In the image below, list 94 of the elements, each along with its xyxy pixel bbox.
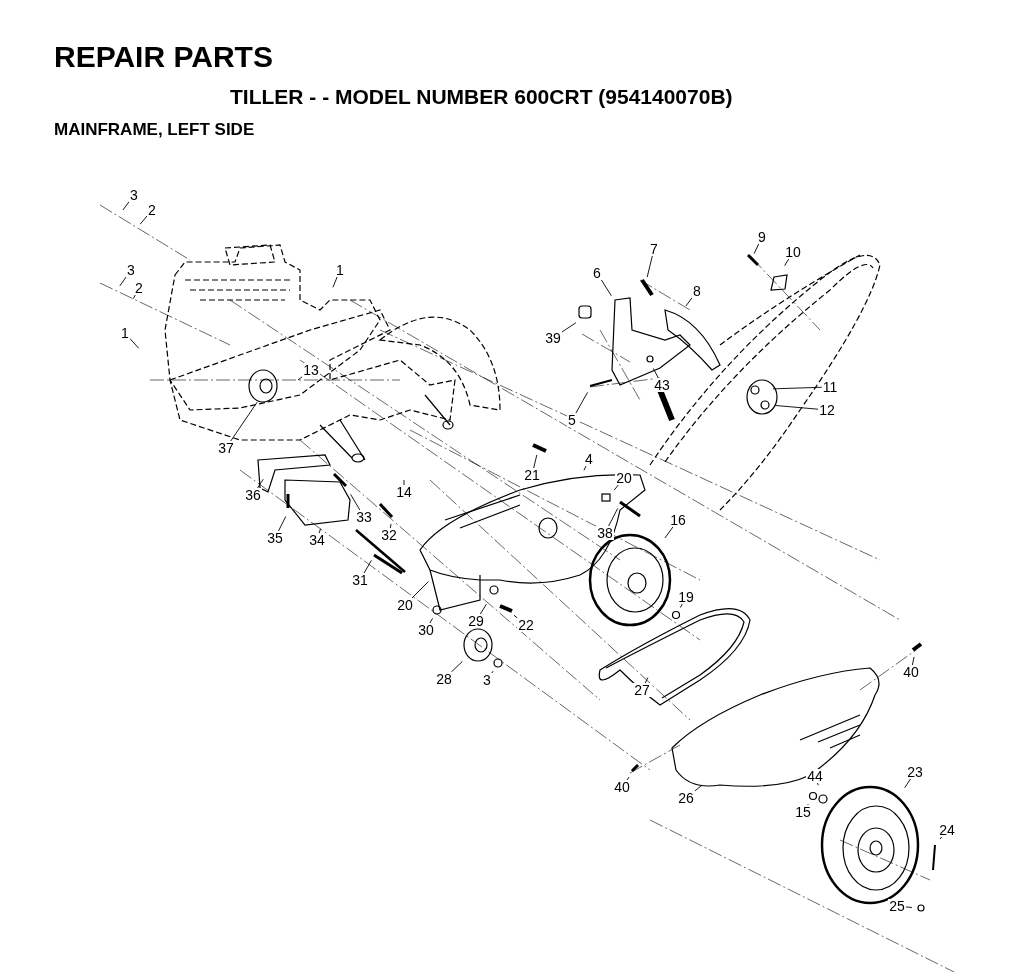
callout-number: 3 (126, 263, 136, 277)
callout-number: 36 (244, 488, 262, 502)
leader-line (753, 243, 760, 254)
callout-number: 39 (544, 331, 562, 345)
callout-number: 19 (677, 590, 695, 604)
leader-line (491, 670, 494, 674)
leader-line (533, 454, 538, 469)
page-title: REPAIR PARTS (54, 42, 273, 72)
callout-number: 30 (417, 623, 435, 637)
callout-number: 12 (818, 403, 836, 417)
leader-line (297, 376, 303, 381)
leader-line (905, 906, 913, 908)
callout-number: 5 (567, 413, 577, 427)
callout-number: 24 (938, 823, 956, 837)
callout-number: 20 (615, 471, 633, 485)
callout-number: 34 (308, 533, 326, 547)
leader-line (939, 836, 943, 840)
callout-number: 6 (592, 266, 602, 280)
callout-number: 11 (821, 380, 839, 394)
leader-line (450, 661, 463, 673)
leader-line (132, 294, 136, 300)
leader-line (600, 279, 612, 297)
callout-number: 32 (380, 528, 398, 542)
callout-number: 14 (395, 485, 413, 499)
leader-line (646, 255, 653, 278)
leader-line (257, 478, 264, 489)
callout-number: 15 (794, 805, 812, 819)
callout-number: 25 (888, 899, 906, 913)
callout-number: 38 (596, 526, 614, 540)
leader-line (664, 526, 674, 539)
callout-number: 27 (633, 683, 651, 697)
leader-line (479, 603, 487, 615)
subtitle: TILLER - - MODEL NUMBER 600CRT (954140070B) (230, 86, 733, 107)
leader-line (363, 559, 372, 574)
leader-line (904, 778, 911, 789)
leader-line (350, 493, 361, 511)
leader-line (613, 484, 619, 491)
leader-line (774, 405, 819, 410)
leader-line (318, 528, 321, 534)
leader-line (583, 465, 587, 471)
callout-number: 10 (784, 245, 802, 259)
callout-number: 43 (653, 378, 671, 392)
leader-line (685, 297, 693, 307)
callout-number: 16 (669, 513, 687, 527)
leader-line (626, 776, 630, 781)
leader-line (911, 656, 915, 666)
callout-number: 2 (134, 281, 144, 295)
callout-number: 22 (517, 618, 535, 632)
callout-number: 40 (613, 780, 631, 794)
leader-line (784, 258, 790, 267)
callout-number: 23 (906, 765, 924, 779)
callout-number: 33 (355, 510, 373, 524)
callout-number: 21 (523, 468, 541, 482)
callout-number: 7 (649, 242, 659, 256)
leader-line (694, 784, 703, 792)
leader-line (513, 614, 518, 619)
callout-number: 9 (757, 230, 767, 244)
callout-number: 29 (467, 614, 485, 628)
callout-number: 44 (806, 769, 824, 783)
leader-line (652, 368, 659, 379)
leader-line (129, 338, 140, 349)
callout-number: 35 (266, 531, 284, 545)
leader-line (403, 479, 405, 486)
callout-number: 20 (396, 598, 414, 612)
callout-number: 26 (677, 791, 695, 805)
callout-number: 28 (435, 672, 453, 686)
leader-line (608, 508, 619, 527)
leader-line (772, 386, 823, 390)
callout-number: 3 (482, 673, 492, 687)
leader-line (332, 276, 338, 288)
callout-number: 13 (302, 363, 320, 377)
callout-number: 8 (692, 284, 702, 298)
leader-line (230, 401, 258, 442)
section-heading: MAINFRAME, LEFT SIDE (54, 121, 255, 138)
leader-line (429, 617, 433, 624)
leader-line (389, 523, 392, 529)
leader-line (411, 581, 429, 599)
leader-line (561, 322, 577, 333)
callout-number: 4 (584, 452, 594, 466)
leader-line (679, 603, 683, 609)
leader-line (644, 677, 649, 684)
callout-number: 31 (351, 573, 369, 587)
callout-number: 2 (147, 203, 157, 217)
leader-line (575, 391, 588, 414)
leader-line (119, 276, 127, 287)
callout-number: 37 (217, 441, 235, 455)
leader-line (278, 516, 287, 532)
leader-line (817, 782, 819, 786)
callout-number: 1 (335, 263, 345, 277)
callout-number: 1 (120, 326, 130, 340)
leader-line (139, 215, 148, 225)
leader-line (122, 201, 130, 211)
callout-number: 3 (129, 188, 139, 202)
callout-number: 40 (902, 665, 920, 679)
